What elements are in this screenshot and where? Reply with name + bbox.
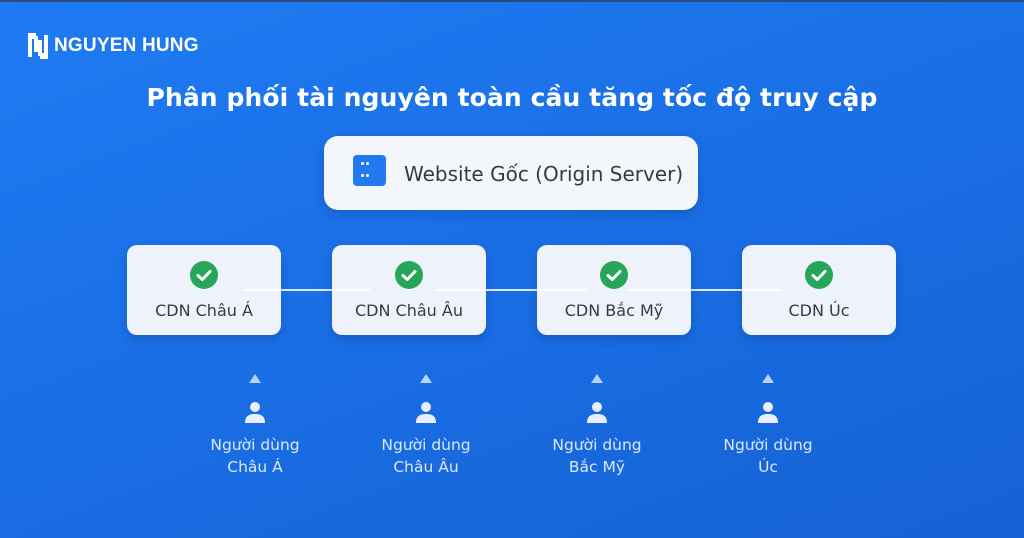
arrow-up-icon (249, 374, 261, 383)
server-grid-icon (353, 155, 386, 186)
cdn-node-asia: CDN Châu Á (127, 245, 281, 335)
user-icon (587, 402, 607, 423)
origin-server-label: Website Gốc (Origin Server) (404, 162, 684, 186)
cdn-label: CDN Bắc Mỹ (564, 301, 664, 320)
check-circle-icon (395, 261, 423, 289)
arrow-up-icon (762, 374, 774, 383)
user-icon (245, 402, 265, 423)
check-circle-icon (190, 261, 218, 289)
user-icon (758, 402, 778, 423)
brand-logo: NGUYEN HUNG (28, 30, 199, 62)
arrow-up-icon (591, 374, 603, 383)
cdn-connector-line (243, 289, 783, 291)
origin-server-card: Website Gốc (Origin Server) (324, 136, 698, 210)
cdn-label: CDN Châu Âu (355, 301, 463, 320)
user-icon (416, 402, 436, 423)
arrow-up-icon (420, 374, 432, 383)
cdn-label: CDN Úc (788, 301, 850, 320)
page-title: Phân phối tài nguyên toàn cầu tăng tốc đ… (146, 83, 878, 112)
cdn-node-north-america: CDN Bắc Mỹ (537, 245, 691, 335)
top-border (0, 0, 1024, 2)
cdn-node-europe: CDN Châu Âu (332, 245, 486, 335)
check-circle-icon (600, 261, 628, 289)
cdn-label: CDN Châu Á (155, 301, 253, 320)
brand-name: NGUYEN HUNG (54, 35, 199, 56)
check-circle-icon (805, 261, 833, 289)
cdn-node-australia: CDN Úc (742, 245, 896, 335)
nh-monogram-icon (28, 33, 48, 59)
